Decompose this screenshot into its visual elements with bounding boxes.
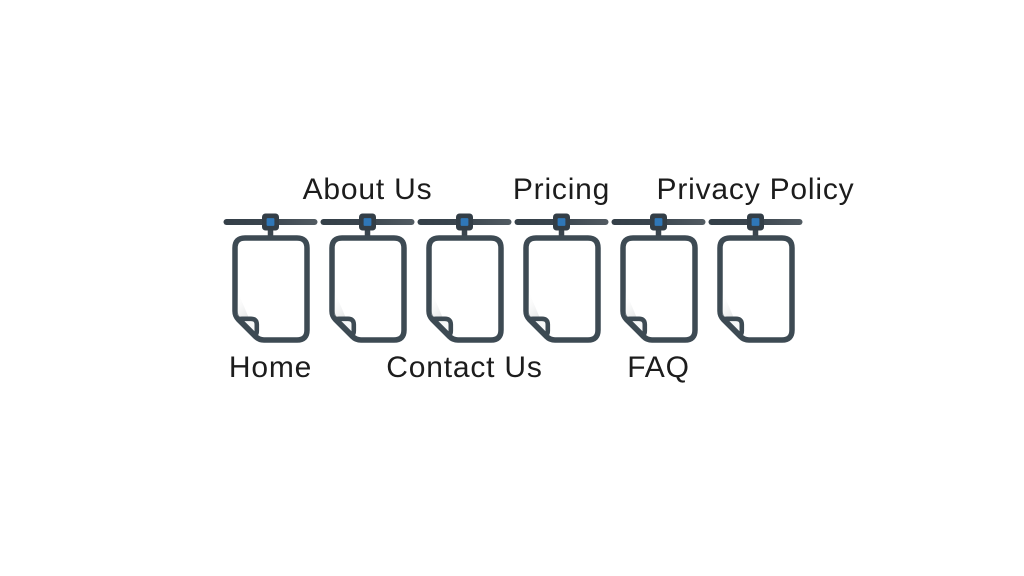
folded-corner [527,316,551,337]
sitemap-node-faq: FAQ [610,211,707,384]
hanger-stem [364,221,371,242]
sitemap-node-privacy-policy: Privacy Policy [657,174,854,346]
clip-accent [266,218,275,226]
hanging-page-icon [417,213,512,343]
page-label-about-us: About Us [302,173,433,206]
sitemap-node-contact-us: Contact Us [386,211,542,384]
page-outline [426,235,504,343]
hanger-stem [461,221,468,242]
page-label-pricing: Pricing [512,173,611,206]
page-label-faq: FAQ [627,351,690,384]
hanging-page-icon [320,213,415,343]
hanger-stem [655,221,662,242]
folded-corner [430,316,454,337]
folded-corner [624,316,648,337]
hanging-page-icon [708,213,803,343]
hanger-stem [752,221,759,242]
hanger-stem [558,221,565,242]
folded-corner [333,316,357,337]
page-label-home: Home [228,351,313,384]
folded-corner [721,316,745,337]
clip-accent [557,218,566,226]
page-outline [329,235,407,343]
page-outline [232,235,310,343]
sitemap-node-pricing: Pricing [513,174,610,346]
clip-accent [363,218,372,226]
sitemap-node-home: Home [222,211,319,384]
page-label-contact-us: Contact Us [386,351,543,384]
clip-accent [751,218,760,226]
sitemap-node-about-us: About Us [303,174,432,346]
clip-accent [654,218,663,226]
page-label-privacy-policy: Privacy Policy [656,173,855,206]
hanging-page-icon [611,213,706,343]
hanging-page-icon [223,213,318,343]
page-outline [717,235,795,343]
folded-corner [236,316,260,337]
page-outline [620,235,698,343]
page-outline [523,235,601,343]
hanger-stem [267,221,274,242]
hanging-page-icon [514,213,609,343]
clip-accent [460,218,469,226]
